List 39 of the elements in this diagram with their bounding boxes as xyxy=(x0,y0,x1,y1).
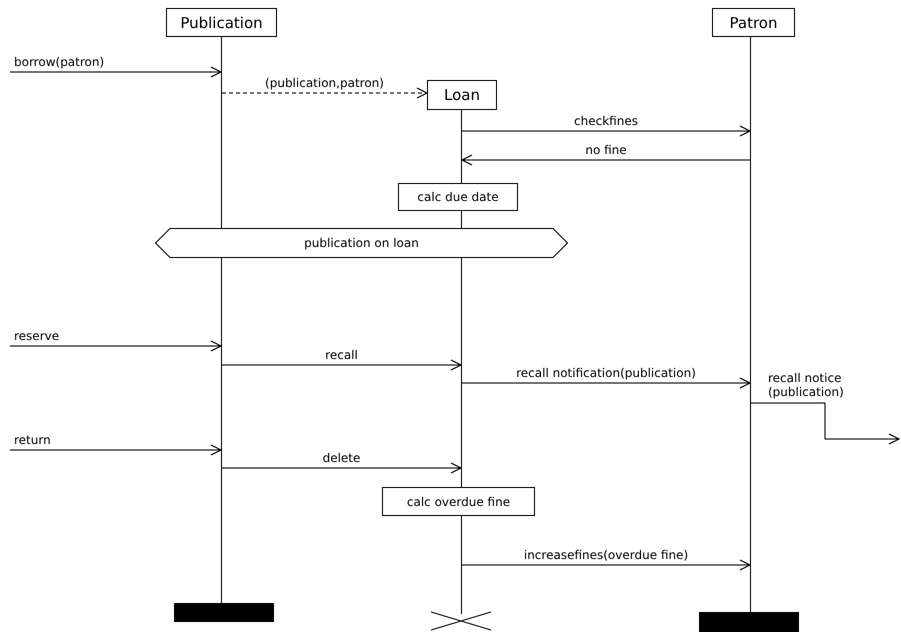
destroy-cross-icon xyxy=(431,610,491,632)
message-arrow xyxy=(10,340,222,352)
message-label: recall xyxy=(325,348,358,362)
lifeline xyxy=(750,37,751,612)
object-name: Publication xyxy=(180,14,263,32)
message-label: delete xyxy=(322,451,360,465)
message-label: no fine xyxy=(585,143,627,157)
message-label: recall notification(publication) xyxy=(516,366,696,380)
message-label: recall notice (publication) xyxy=(768,371,845,399)
activity-box xyxy=(382,487,535,516)
state-hexagon xyxy=(155,228,568,258)
object-name: Patron xyxy=(730,14,778,32)
lifeline xyxy=(221,37,222,603)
message-label: return xyxy=(14,433,51,447)
message-arrow xyxy=(462,559,751,571)
lifeline-end-bar xyxy=(174,603,274,622)
message-label: reserve xyxy=(14,329,60,343)
object-box xyxy=(427,80,497,110)
message-label: increasefines(overdue fine) xyxy=(524,548,688,562)
message-arrow xyxy=(222,87,428,99)
activity-label: calc overdue fine xyxy=(406,494,510,508)
state-label: publication on loan xyxy=(304,236,419,250)
activity-box xyxy=(398,183,518,211)
message-label: checkfines xyxy=(574,114,638,128)
message-arrow xyxy=(222,359,462,371)
message-label: borrow(patron) xyxy=(14,55,104,69)
message-arrow xyxy=(222,462,462,474)
object-box xyxy=(166,8,277,37)
message-arrow xyxy=(750,402,900,445)
message-arrow xyxy=(10,444,222,456)
message-arrow xyxy=(462,125,751,137)
message-arrow xyxy=(462,377,751,389)
message-label: (publication,patron) xyxy=(265,76,384,90)
activity-label: calc due date xyxy=(417,190,499,204)
object-box xyxy=(712,8,795,37)
message-arrow xyxy=(461,154,750,166)
lifeline-end-bar xyxy=(699,612,799,632)
object-name: Loan xyxy=(444,86,480,104)
message-arrow xyxy=(10,66,222,78)
